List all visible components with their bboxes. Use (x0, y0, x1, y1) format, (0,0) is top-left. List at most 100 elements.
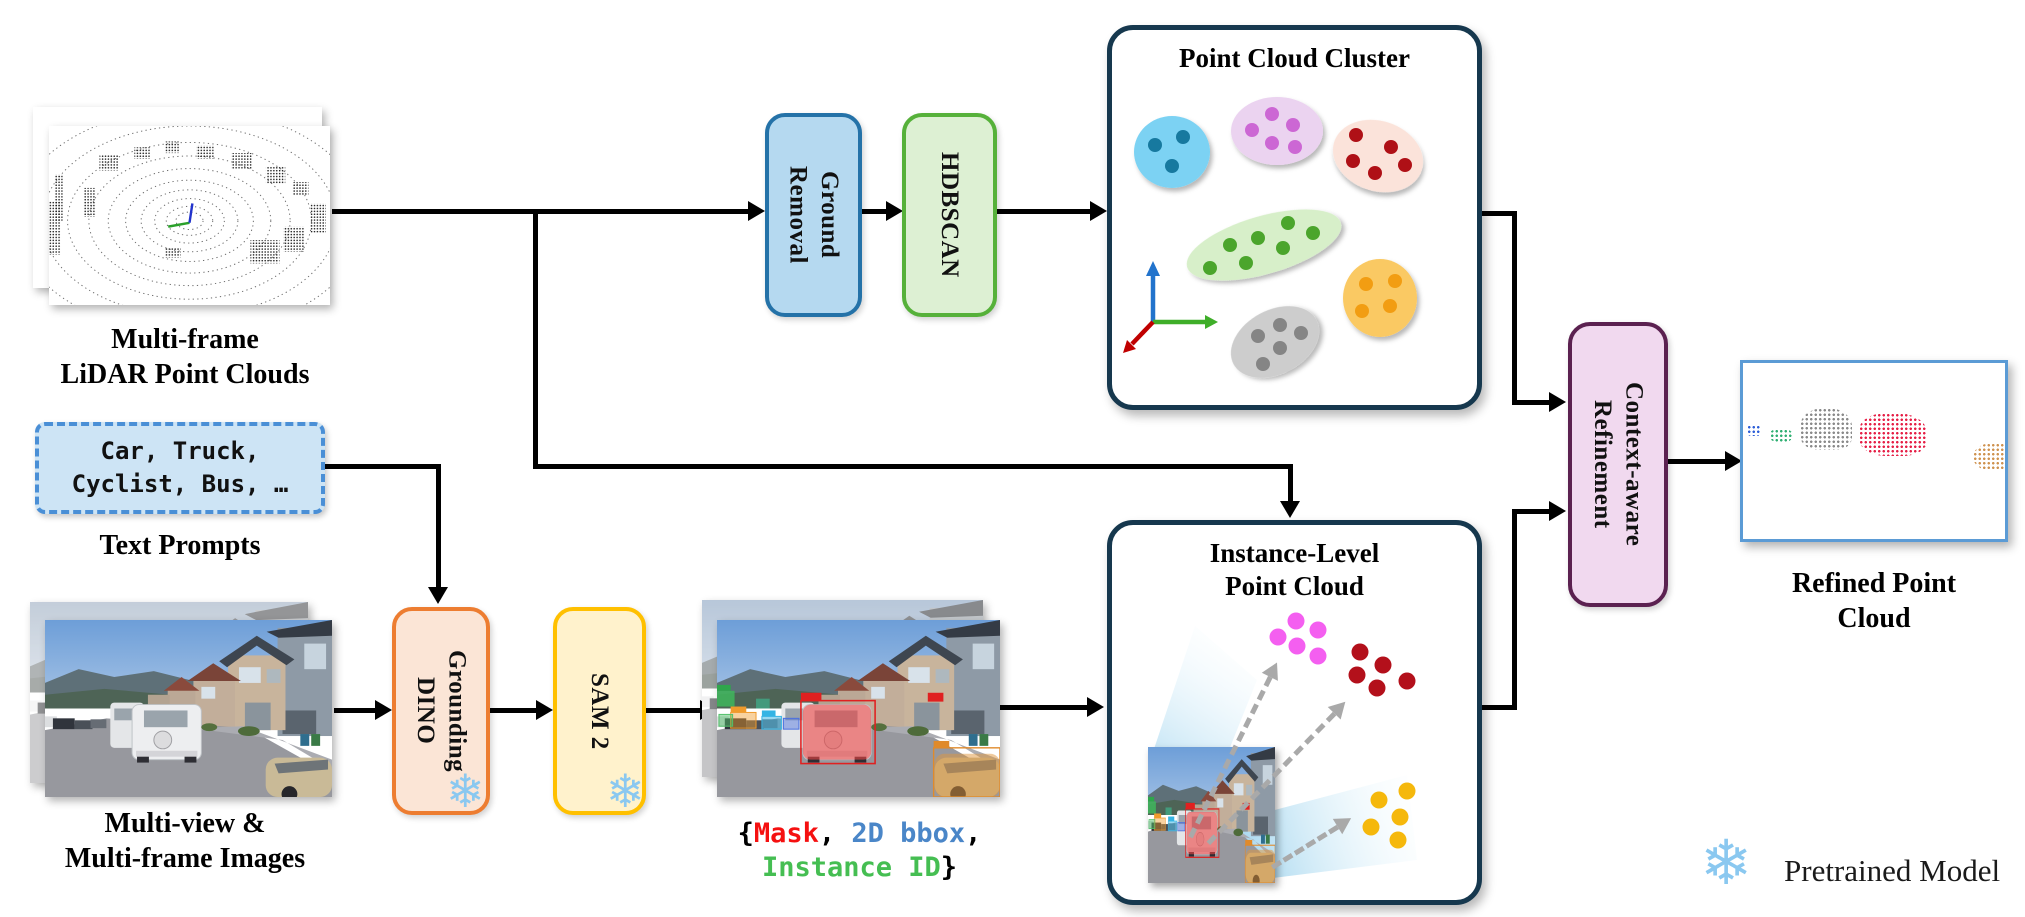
lidar-frame-front (14, 108, 365, 334)
module-grounding-dino-label: Grounding DINO (410, 650, 473, 772)
arrowhead-sam2 (536, 700, 553, 720)
arrow-context-to-refined (1668, 459, 1726, 464)
arrow-cluster-out-v (1512, 211, 1517, 403)
street-image (45, 620, 332, 797)
refined-blob-blue (1747, 425, 1761, 436)
images-caption: Multi-view & Multi-frame Images (10, 806, 360, 876)
arrow-prompts-right (323, 464, 441, 469)
cluster-panel-title: Point Cloud Cluster (1178, 43, 1411, 73)
module-sam2-label: SAM 2 (586, 672, 614, 750)
instance-dot-dark-red (1374, 656, 1392, 674)
instance-title-line1: Instance-Level (1209, 538, 1380, 568)
point-cloud-cluster-panel: Point Cloud Cluster (1107, 25, 1482, 410)
module-ground-removal-label: Ground Removal (782, 166, 845, 264)
cluster-ellipse-violet (1231, 97, 1323, 165)
arrowhead-cluster-panel (1090, 201, 1107, 221)
bbox-token: 2D bbox (851, 818, 966, 849)
mask-output-text: {Mask, 2D bbox, Instance ID} (692, 817, 1027, 885)
text-prompts-box: Car, Truck, Cyclist, Bus, … (35, 422, 325, 514)
cluster-ellipse-gray (1230, 306, 1320, 378)
cluster-ellipse-blue (1134, 116, 1210, 188)
arrow-gr-to-hdbscan (860, 209, 890, 214)
lidar-caption-line2: LiDAR Point Clouds (60, 359, 310, 390)
refined-caption: Refined Point Cloud (1754, 566, 1994, 636)
mask-open-brace: { (737, 818, 754, 849)
arrowhead-context-upper (1549, 392, 1566, 412)
arrowhead-instance-panel-top (1280, 501, 1300, 518)
refined-blob-red (1859, 413, 1927, 456)
images-caption-line1: Multi-view & (104, 808, 266, 839)
text-prompts-line1: Car, Truck, (100, 437, 260, 465)
refined-caption-line2: Cloud (1837, 603, 1911, 634)
instance-dot-magenta (1309, 621, 1327, 639)
refined-blob-tan (1973, 443, 2005, 471)
branch-lidar-across (533, 464, 1293, 469)
instance-dot-dark-red (1398, 672, 1416, 690)
instance-dot-amber (1362, 818, 1380, 836)
instance-level-panel: Instance-Level Point Cloud (1107, 520, 1482, 905)
arrow-instance-out-v (1512, 511, 1517, 710)
ground-removal-line1: Ground (815, 171, 843, 259)
refined-blob-gray (1800, 408, 1852, 450)
instance-dot-magenta (1287, 612, 1305, 630)
arrow-sam2-to-segimage (644, 708, 702, 713)
branch-lidar-down (533, 209, 538, 467)
grounding-dino-line1: Grounding (443, 649, 471, 773)
lidar-caption: Multi-frame LiDAR Point Clouds (20, 322, 350, 392)
mask-sep1: , (818, 818, 852, 849)
mask-close-brace: } (940, 852, 958, 883)
instance-panel-title: Instance-Level Point Cloud (1112, 537, 1477, 603)
refined-point-cloud-image (1740, 360, 2008, 542)
snowflake-icon: ❄ (1700, 826, 1752, 899)
instance-dot-amber (1389, 831, 1407, 849)
segmented-image (717, 620, 1000, 797)
ground-removal-line2: Removal (784, 166, 812, 264)
context-line1: Context-aware (1620, 382, 1648, 547)
arrow-instance-out-h (1480, 705, 1517, 710)
arrow-prompts-down (436, 464, 441, 590)
module-hdbscan: HDBSCAN (902, 113, 997, 317)
context-line2: Refinement (1589, 400, 1616, 529)
images-frame-front (45, 620, 332, 797)
module-context-refinement: Context-aware Refinement (1568, 322, 1668, 607)
cluster-ellipse-green (1186, 209, 1342, 281)
text-prompts-caption: Text Prompts (99, 530, 261, 561)
arrowhead-hdbscan (886, 201, 903, 221)
instance-dot-amber (1391, 808, 1409, 826)
arrowhead-groundremoval (748, 201, 765, 221)
arrowhead-context-lower (1549, 501, 1566, 521)
arrow-cluster-to-context (1512, 400, 1552, 405)
instance-dot-dark-red (1351, 643, 1369, 661)
instance-dot-dark-red (1348, 666, 1366, 684)
arrow-lidar-to-groundremoval (332, 209, 752, 214)
refined-blob-green (1770, 429, 1792, 442)
cluster-ellipse-red (1332, 119, 1424, 193)
xyz-axes (1123, 261, 1218, 353)
module-grounding-dino: Grounding DINO (392, 607, 490, 815)
grounding-dino-line2: DINO (412, 677, 439, 745)
module-ground-removal: Ground Removal (765, 113, 862, 317)
cluster-ellipse-orange (1343, 259, 1417, 337)
branch-into-instance-panel (1288, 464, 1293, 504)
module-hdbscan-label: HDBSCAN (936, 152, 964, 278)
instance-dot-amber (1370, 791, 1388, 809)
arrowhead-grounding-dino-top (428, 587, 448, 604)
arrowhead-dino (375, 700, 392, 720)
text-prompts-line2: Cyclist, Bus, … (71, 470, 289, 498)
instance-dot-dark-red (1368, 679, 1386, 697)
refined-caption-line1: Refined Point (1791, 568, 1957, 599)
snowflake-icon: ❄ (606, 764, 645, 818)
instance-dot-magenta (1269, 628, 1287, 646)
arrowhead-instance-panel-left (1087, 697, 1104, 717)
arrow-cluster-out-h (1480, 211, 1517, 216)
lidar-caption-line1: Multi-frame (111, 324, 259, 355)
images-caption-line2: Multi-frame Images (64, 843, 306, 874)
module-context-label: Context-aware Refinement (1587, 382, 1650, 546)
snowflake-icon: ❄ (446, 764, 485, 818)
instance-dot-magenta (1309, 647, 1327, 665)
legend-pretrained-label: Pretrained Model (1784, 853, 2001, 888)
instance-dot-amber (1398, 782, 1416, 800)
arrow-dino-to-sam2 (488, 708, 538, 713)
mask-sep2: , (965, 818, 982, 849)
